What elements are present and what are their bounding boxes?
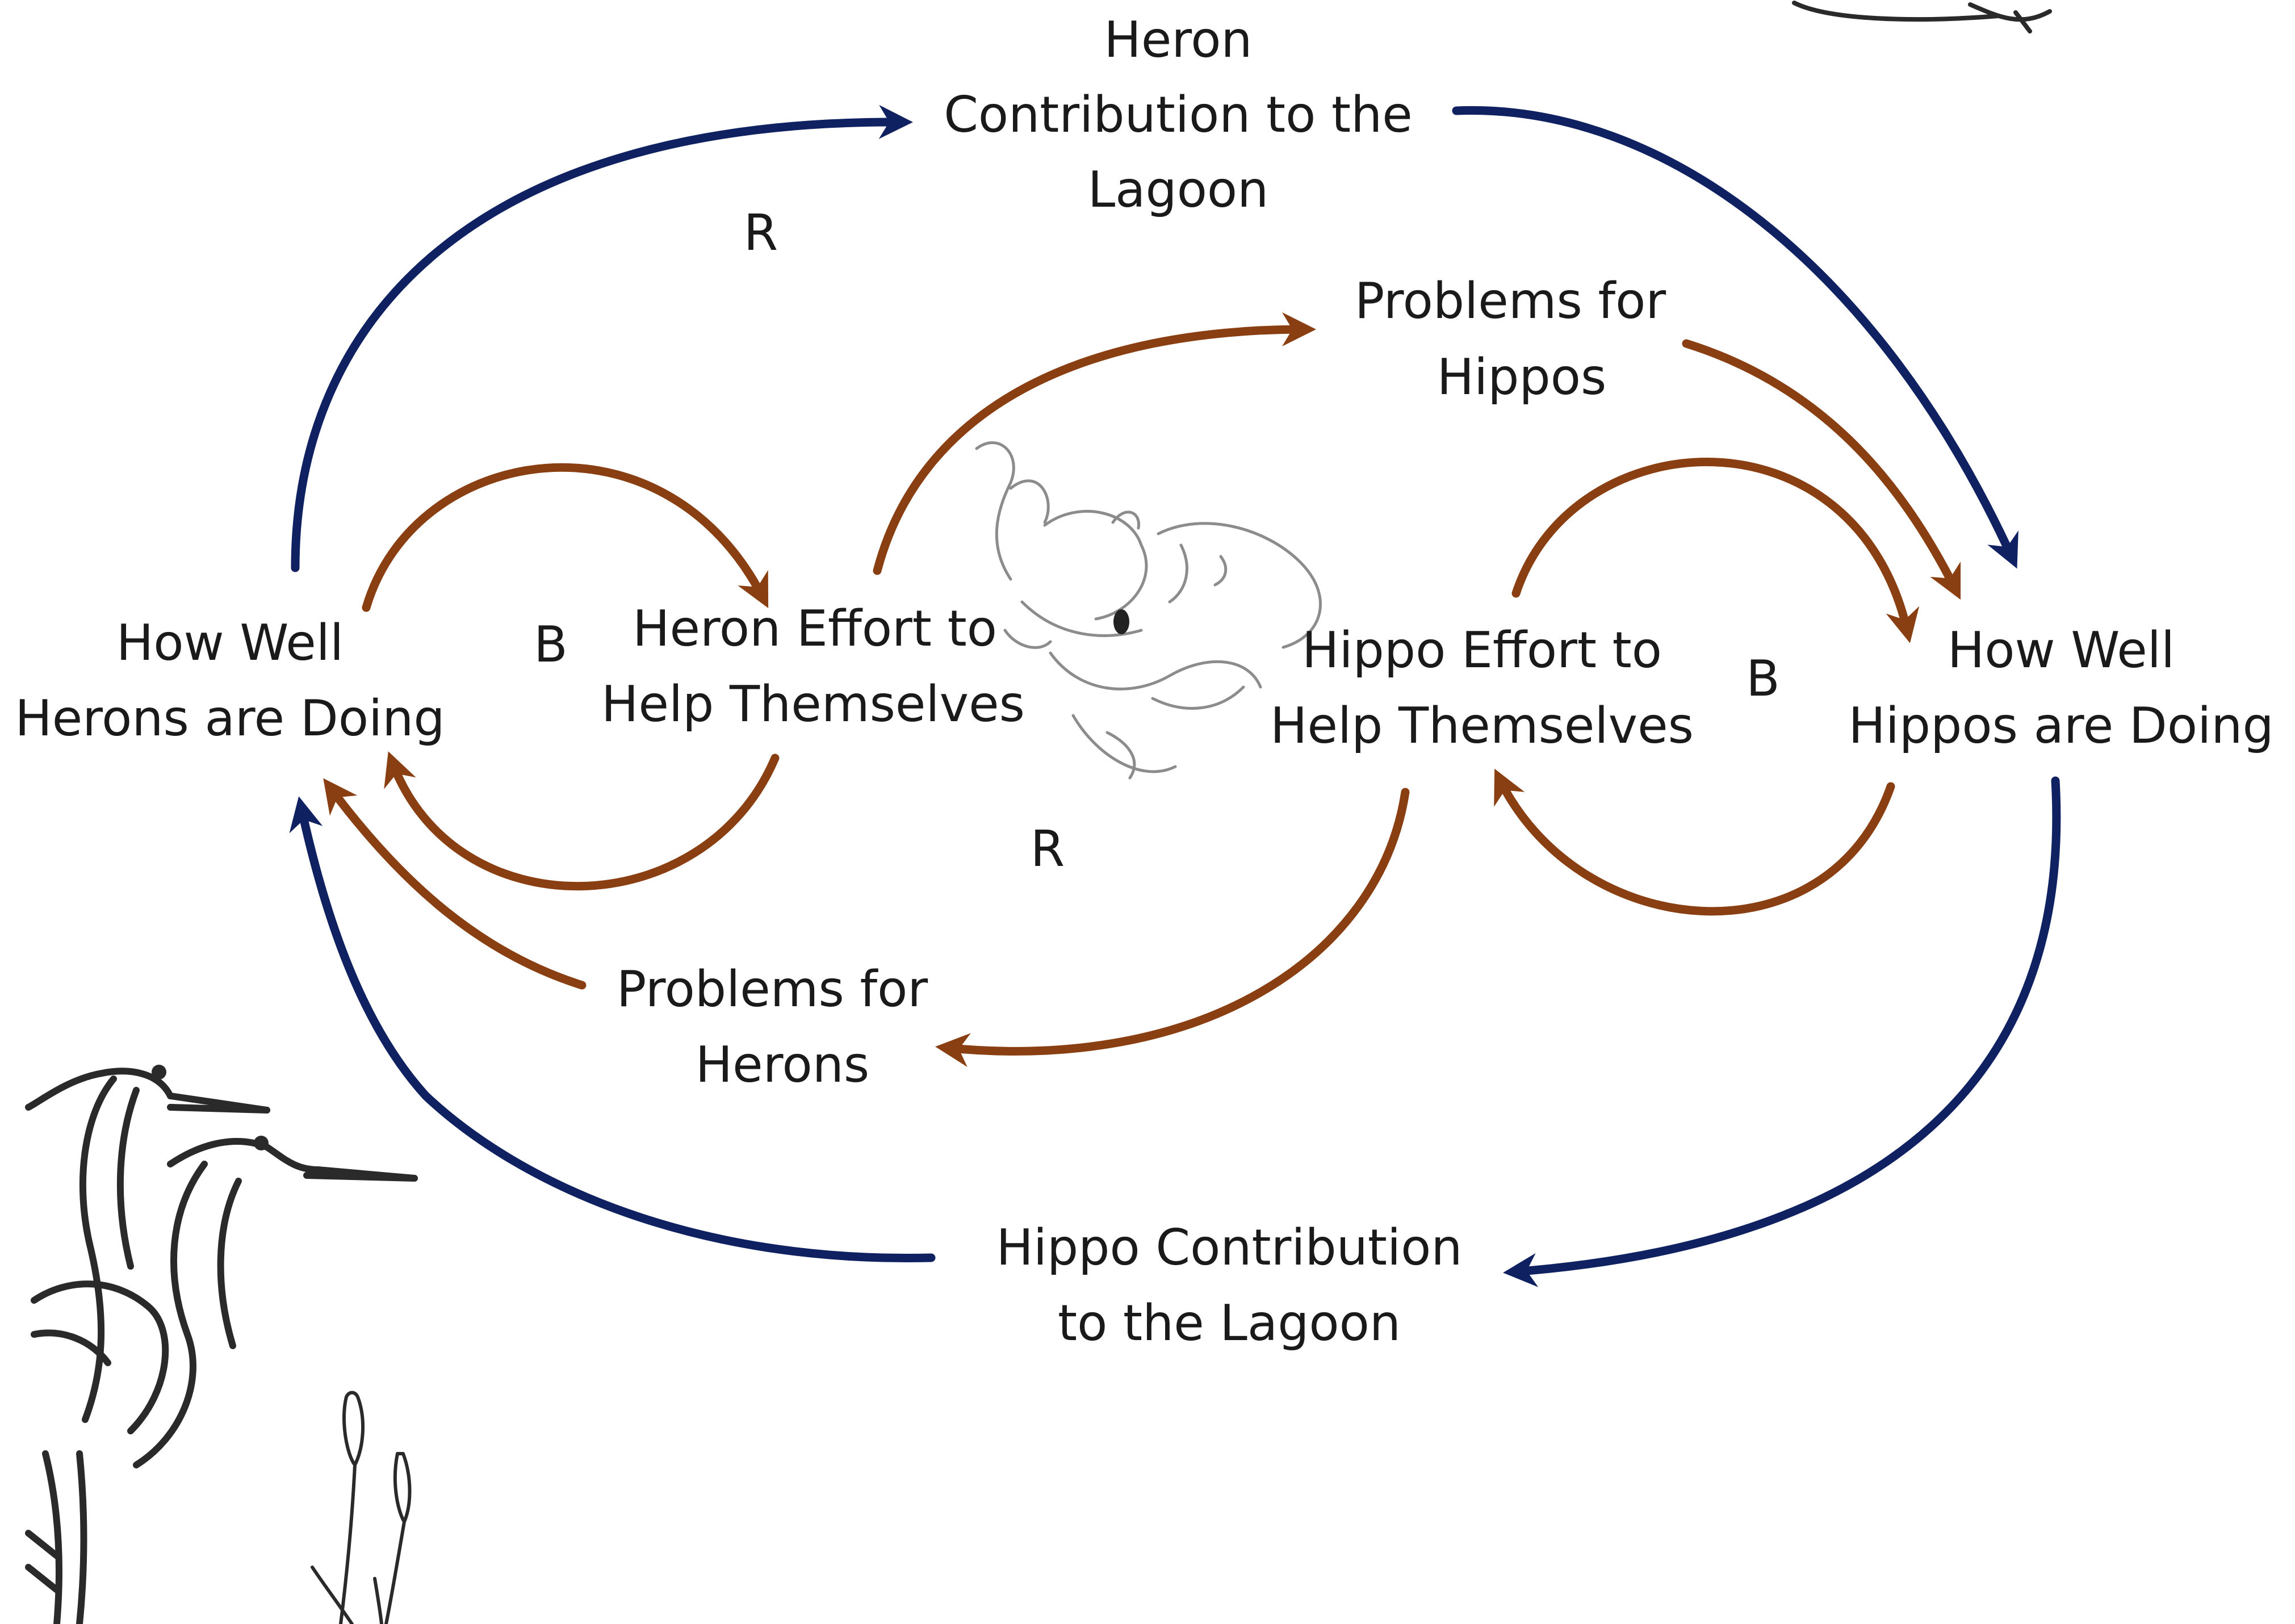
svg-text:Hippos: Hippos xyxy=(1437,348,1607,406)
link-hippos-doing-to-hippo-effort xyxy=(1494,768,1895,916)
link-problems-hippos-to-hippos-doing xyxy=(1682,339,1961,600)
loop-label-hippo-balancing: B xyxy=(1746,650,1780,708)
node-hippo-contribution: Hippo Contribution to the Lagoon xyxy=(996,1219,1462,1352)
svg-text:Problems for: Problems for xyxy=(1355,272,1666,330)
link-herons-doing-to-heron-effort xyxy=(362,463,769,612)
svg-text:Herons are Doing: Herons are Doing xyxy=(15,689,445,747)
loop-label-heron-balancing: B xyxy=(534,616,568,673)
svg-text:Hippo Effort to: Hippo Effort to xyxy=(1302,621,1662,679)
link-heron-contribution-to-hippos-doing xyxy=(1452,106,2018,569)
svg-text:Help Themselves: Help Themselves xyxy=(1270,697,1694,755)
link-herons-doing-to-heron-contribution xyxy=(291,104,913,572)
svg-text:Problems for: Problems for xyxy=(617,960,928,1018)
svg-text:Hippos are Doing: Hippos are Doing xyxy=(1848,697,2273,755)
link-problems-herons-to-herons-doing xyxy=(323,778,587,990)
link-heron-effort-to-herons-doing xyxy=(384,751,780,891)
svg-text:Hippo Contribution: Hippo Contribution xyxy=(996,1219,1462,1276)
node-hippo-effort: Hippo Effort to Help Themselves xyxy=(1270,621,1694,755)
svg-text:Help Themselves: Help Themselves xyxy=(601,675,1025,733)
svg-text:Lagoon: Lagoon xyxy=(1088,161,1269,219)
node-heron-effort: Heron Effort to Help Themselves xyxy=(601,600,1025,733)
heron-eye-icon xyxy=(152,1065,269,1150)
node-heron-contribution: Heron Contribution to the Lagoon xyxy=(944,11,1413,219)
svg-text:How Well: How Well xyxy=(1948,621,2175,679)
svg-text:Contribution to the: Contribution to the xyxy=(944,86,1413,144)
link-hippo-effort-to-problems-herons xyxy=(935,788,1410,1068)
reed-sketch-icon xyxy=(311,1391,412,1624)
corner-sketch-fragment-icon xyxy=(1792,1,2052,34)
link-hippo-effort-to-hippos-doing xyxy=(1511,458,1920,643)
svg-text:How Well: How Well xyxy=(116,614,344,672)
node-problems-for-hippos: Problems for Hippos xyxy=(1355,272,1666,406)
link-heron-effort-to-problems-hippos xyxy=(873,312,1316,575)
svg-text:Herons: Herons xyxy=(696,1036,870,1094)
node-how-well-hippos: How Well Hippos are Doing xyxy=(1848,621,2273,755)
link-hippo-contribution-to-herons-doing xyxy=(301,806,936,1263)
heron-pair-sketch-icon xyxy=(25,1068,418,1624)
node-how-well-herons: How Well Herons are Doing xyxy=(15,614,445,747)
link-hippos-doing-to-hippo-contribution xyxy=(1503,776,2061,1287)
svg-text:to the Lagoon: to the Lagoon xyxy=(1058,1294,1401,1352)
node-problems-for-herons: Problems for Herons xyxy=(617,960,928,1094)
loop-label-inner-reinforcing: R xyxy=(1031,820,1065,878)
loop-label-outer-reinforcing: R xyxy=(744,204,778,262)
hippo-eye-icon xyxy=(1113,609,1129,634)
svg-text:Heron Effort to: Heron Effort to xyxy=(633,600,997,658)
hippo-sketch-icon xyxy=(975,441,1322,780)
svg-text:Heron: Heron xyxy=(1104,11,1252,69)
